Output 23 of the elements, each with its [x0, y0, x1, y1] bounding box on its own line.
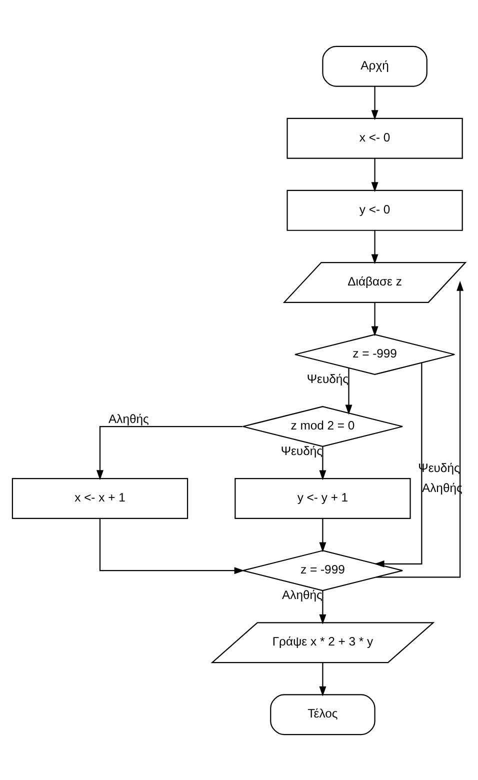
node-box: y <- 0 [286, 189, 463, 230]
node-box: y <- y + 1 [234, 478, 411, 519]
node-box: Τέλος [270, 694, 376, 735]
node-diamond: z = -999 [242, 550, 404, 591]
node-diamond: z mod 2 = 0 [242, 406, 404, 447]
arrow [371, 302, 378, 336]
arrow [371, 230, 378, 264]
arrow [319, 446, 326, 480]
arrow [374, 362, 422, 567]
arrow [99, 518, 244, 574]
arrow [376, 280, 464, 578]
node-box: x <- 0 [286, 117, 463, 158]
arrow [345, 368, 352, 414]
node-diamond: z = -999 [294, 333, 456, 374]
edge-label: Αληθής [108, 411, 149, 426]
arrow [371, 158, 378, 192]
arrow [319, 662, 326, 696]
arrow [96, 425, 243, 480]
arrow [319, 518, 326, 552]
node-box: x <- x + 1 [12, 478, 188, 519]
node-box: Αρχή [322, 45, 428, 86]
arrow [319, 590, 326, 624]
arrow [371, 86, 378, 120]
